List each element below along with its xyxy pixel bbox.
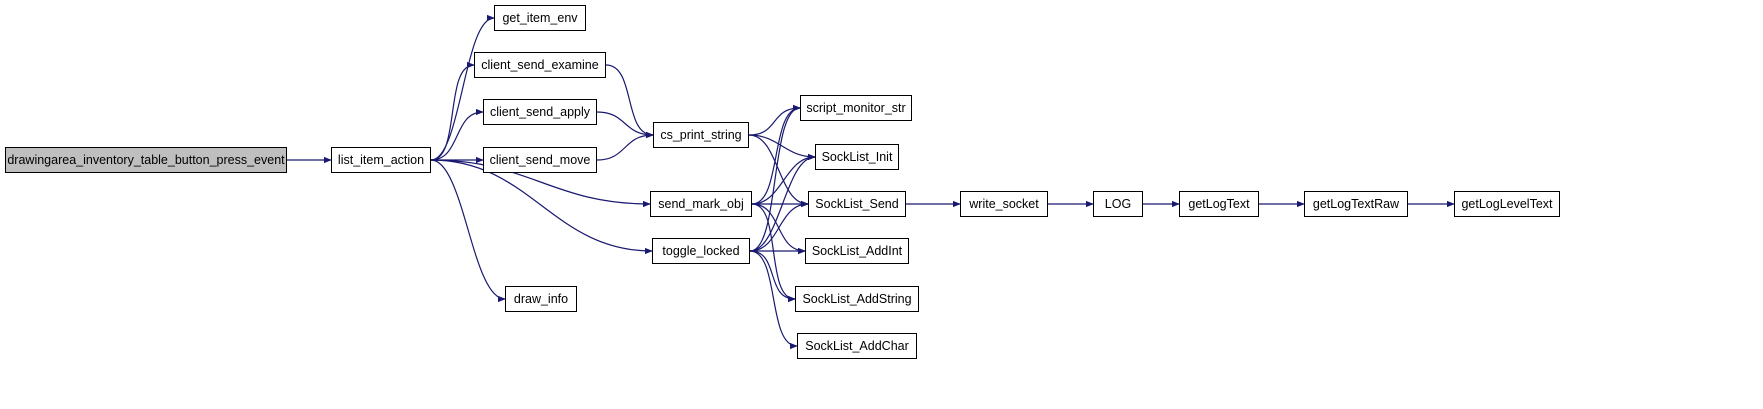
node-draw-info[interactable]: draw_info <box>505 286 577 312</box>
node-socklist-addchar[interactable]: SockList_AddChar <box>797 333 917 359</box>
edge-list_item_action-to-send_mark_obj <box>430 159 651 208</box>
node-drawingarea-inventory-table-button-press-event[interactable]: drawingarea_inventory_table_button_press… <box>5 147 287 173</box>
edge-client_send_apply-to-cs_print_string <box>596 111 654 139</box>
edge-client_send_move-to-cs_print_string <box>596 131 654 161</box>
node-toggle-locked[interactable]: toggle_locked <box>652 238 750 264</box>
edge-toggle_locked-to-script_monitor_str <box>749 104 801 252</box>
edge-cs_print_string-to-SockList_Send <box>748 134 809 208</box>
edge-toggle_locked-to-SockList_Send <box>749 200 809 252</box>
edge-toggle_locked-to-SockList_AddString <box>749 250 796 303</box>
node-getlogtext[interactable]: getLogText <box>1179 191 1259 217</box>
node-write-socket[interactable]: write_socket <box>960 191 1048 217</box>
node-getlogtextraw[interactable]: getLogTextRaw <box>1304 191 1408 217</box>
node-list-item-action[interactable]: list_item_action <box>331 147 431 173</box>
edge-send_mark_obj-to-SockList_Init <box>751 153 816 205</box>
edge-list_item_action-to-client_send_examine <box>430 61 475 161</box>
node-log[interactable]: LOG <box>1093 191 1143 217</box>
node-socklist-init[interactable]: SockList_Init <box>815 144 899 170</box>
node-socklist-send[interactable]: SockList_Send <box>808 191 906 217</box>
edge-client_send_examine-to-cs_print_string <box>605 64 654 139</box>
node-cs-print-string[interactable]: cs_print_string <box>653 122 749 148</box>
edge-list_item_action-to-client_send_apply <box>430 108 484 161</box>
node-client-send-move[interactable]: client_send_move <box>483 147 597 173</box>
node-client-send-examine[interactable]: client_send_examine <box>474 52 606 78</box>
node-client-send-apply[interactable]: client_send_apply <box>483 99 597 125</box>
edge-toggle_locked-to-SockList_Init <box>749 153 816 252</box>
node-socklist-addstring[interactable]: SockList_AddString <box>795 286 919 312</box>
edge-list_item_action-to-toggle_locked <box>430 159 653 255</box>
edge-list_item_action-to-get_item_env <box>430 14 495 161</box>
edge-toggle_locked-to-SockList_AddChar <box>749 250 798 350</box>
edge-list_item_action-to-draw_info <box>430 159 506 303</box>
edge-cs_print_string-to-script_monitor_str <box>748 104 801 136</box>
node-script-monitor-str[interactable]: script_monitor_str <box>800 95 912 121</box>
edge-cs_print_string-to-SockList_Init <box>748 134 816 161</box>
edge-send_mark_obj-to-script_monitor_str <box>751 104 801 205</box>
node-socklist-addint[interactable]: SockList_AddInt <box>805 238 909 264</box>
node-getlogleveltext[interactable]: getLogLevelText <box>1454 191 1560 217</box>
node-get-item-env[interactable]: get_item_env <box>494 5 586 31</box>
node-send-mark-obj[interactable]: send_mark_obj <box>650 191 752 217</box>
